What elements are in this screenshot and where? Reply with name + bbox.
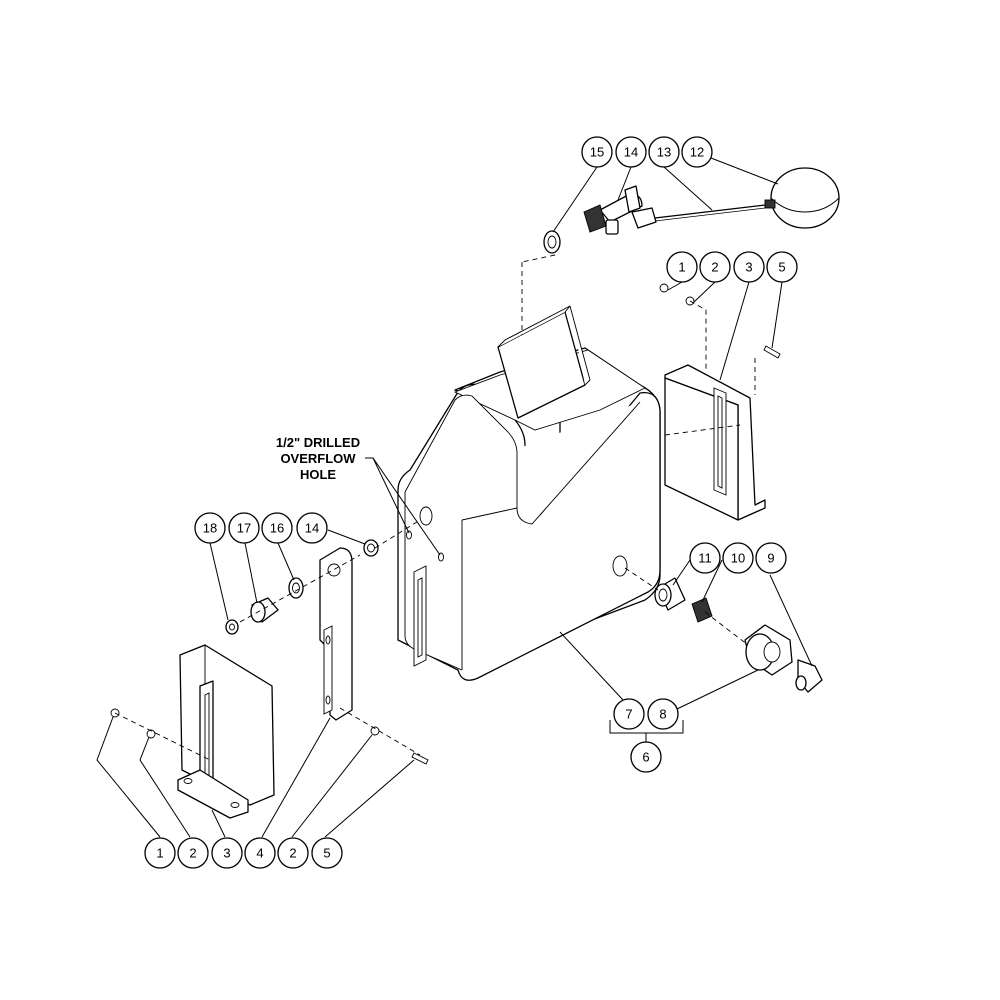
- balloon-7: 7: [613, 698, 645, 730]
- left-bracket: [177, 644, 275, 819]
- balloon-11: 11: [689, 542, 721, 574]
- svg-text:12: 12: [690, 145, 704, 160]
- balloon-17: 17: [228, 512, 260, 544]
- small-hardware: [110, 283, 781, 765]
- svg-text:18: 18: [203, 521, 217, 536]
- side-plate: [319, 547, 353, 721]
- tank-lid: [497, 305, 591, 419]
- balloon-10: 10: [722, 542, 754, 574]
- balloon-12: 12: [681, 136, 713, 168]
- svg-text:8: 8: [659, 707, 666, 722]
- balloon-18: 18: [194, 512, 226, 544]
- balloon-4-bottom: 4: [244, 837, 276, 869]
- svg-text:3: 3: [223, 846, 230, 861]
- note-line-2: OVERFLOW: [280, 451, 356, 466]
- balloon-9: 9: [755, 542, 787, 574]
- balloon-2-bottom-b: 2: [277, 837, 309, 869]
- balloon-2-bottom-a: 2: [177, 837, 209, 869]
- leader-lines: [96, 157, 813, 838]
- balloon-3-right: 3: [733, 251, 765, 283]
- svg-text:3: 3: [745, 260, 752, 275]
- left-fittings: [225, 539, 379, 635]
- svg-text:11: 11: [698, 551, 712, 566]
- float-valve-assembly: [543, 167, 840, 254]
- callout-balloons: 15 14 13 12 1 2 3 5 18 17 16 14 11 10 9 …: [144, 136, 798, 869]
- balloon-5-bottom: 5: [311, 837, 343, 869]
- balloon-14-left: 14: [296, 512, 328, 544]
- note-line-3: HOLE: [300, 467, 336, 482]
- balloon-16: 16: [261, 512, 293, 544]
- svg-text:1: 1: [678, 260, 685, 275]
- svg-text:2: 2: [189, 846, 196, 861]
- svg-text:4: 4: [256, 846, 263, 861]
- svg-text:14: 14: [624, 145, 638, 160]
- balloon-2-right: 2: [699, 251, 731, 283]
- svg-text:14: 14: [305, 521, 319, 536]
- balloon-15: 15: [581, 136, 613, 168]
- note-line-1: 1/2" DRILLED: [276, 435, 360, 450]
- svg-text:6: 6: [642, 750, 649, 765]
- right-fittings: [654, 577, 823, 693]
- centerlines: [114, 254, 756, 761]
- svg-text:10: 10: [731, 551, 745, 566]
- svg-text:1: 1: [156, 846, 163, 861]
- svg-text:2: 2: [289, 846, 296, 861]
- balloon-5-right: 5: [766, 251, 798, 283]
- balloon-13: 13: [648, 136, 680, 168]
- svg-text:5: 5: [323, 846, 330, 861]
- overflow-hole-note: 1/2" DRILLED OVERFLOW HOLE: [276, 435, 441, 556]
- svg-text:15: 15: [590, 145, 604, 160]
- svg-text:13: 13: [657, 145, 671, 160]
- right-bracket: [664, 364, 766, 521]
- svg-text:7: 7: [625, 707, 632, 722]
- svg-text:5: 5: [778, 260, 785, 275]
- balloon-8: 8: [647, 698, 679, 730]
- balloon-1-right: 1: [666, 251, 698, 283]
- balloon-6: 6: [630, 741, 662, 773]
- svg-text:2: 2: [711, 260, 718, 275]
- svg-text:9: 9: [767, 551, 774, 566]
- balloon-1-bottom: 1: [144, 837, 176, 869]
- balloon-14-top: 14: [615, 136, 647, 168]
- svg-text:16: 16: [270, 521, 284, 536]
- balloon-3-bottom: 3: [211, 837, 243, 869]
- svg-text:17: 17: [237, 521, 251, 536]
